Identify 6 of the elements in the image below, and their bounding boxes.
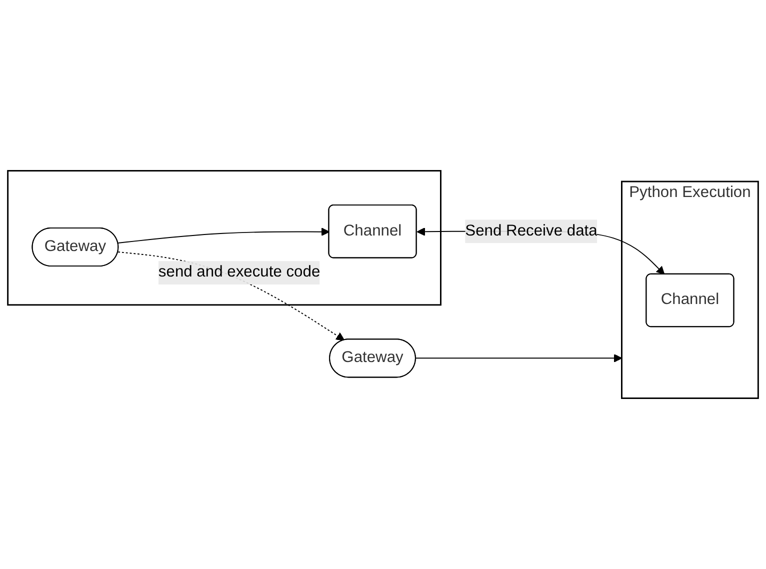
edge-label: Send Receive data <box>465 222 598 240</box>
arrow <box>118 251 345 341</box>
arrow <box>118 228 330 244</box>
cluster <box>7 170 442 306</box>
arrow <box>414 354 622 362</box>
edge-label: send and execute code <box>158 264 320 281</box>
